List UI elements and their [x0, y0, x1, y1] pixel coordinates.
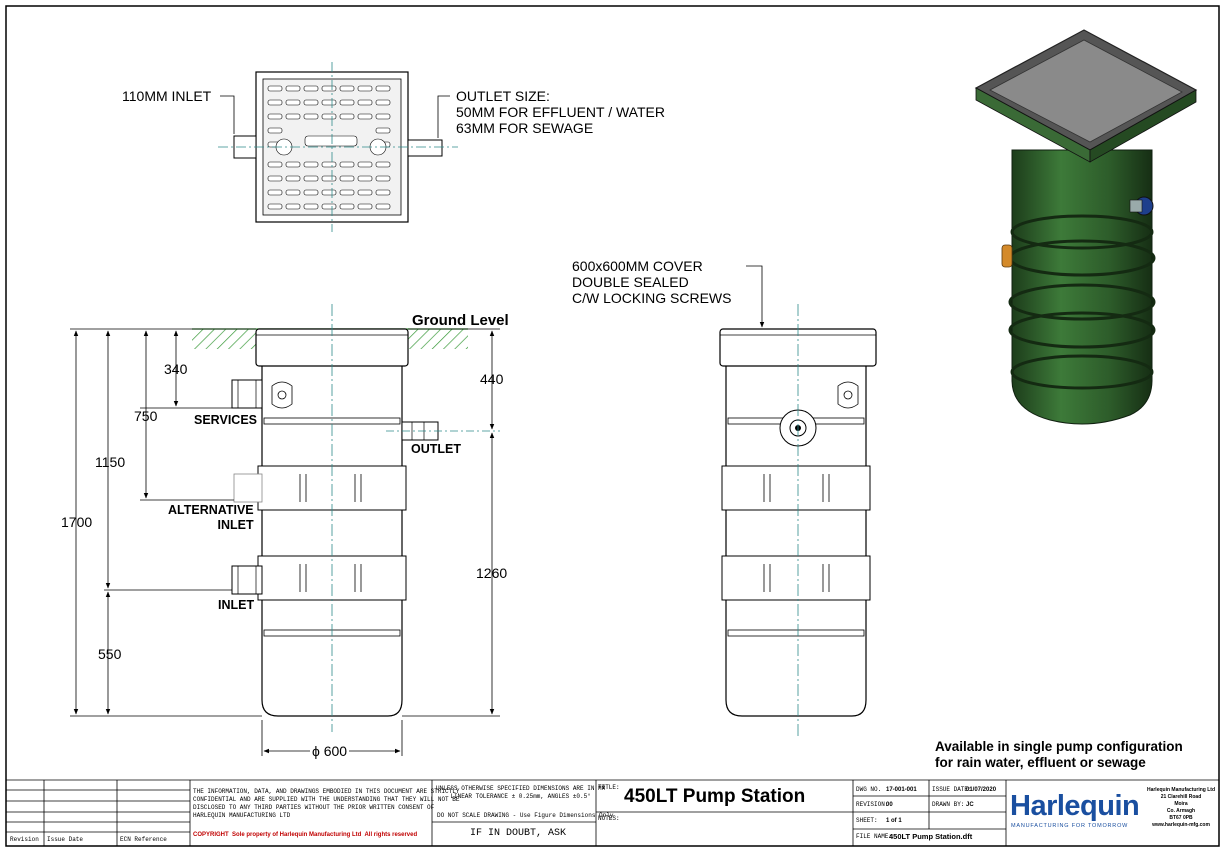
- inlet-leader: [220, 95, 235, 134]
- side-view: [70, 304, 500, 756]
- front-services-symbol-icon: [843, 390, 853, 400]
- drawing-title: 450LT Pump Station: [624, 786, 806, 807]
- outlet-leader: [437, 95, 450, 138]
- disclaimer-text: THE INFORMATION, DATA, AND DRAWINGS EMBO…: [193, 788, 460, 819]
- outlet-size-label: OUTLET SIZE: 50MM FOR EFFLUENT / WATER 6…: [456, 88, 665, 136]
- dwg-no: 17-001-001: [886, 787, 917, 793]
- render-outlet-pipe: [1129, 199, 1143, 213]
- logo-tagline: MANUFACTURING FOR TOMORROW: [1011, 823, 1129, 829]
- render-rib: [1008, 283, 1156, 321]
- no-scale-text: DO NOT SCALE DRAWING - Use Figure Dimens…: [437, 812, 614, 819]
- alternative-inlet-label: ALTERNATIVE INLET: [168, 503, 254, 532]
- dim-750: 750: [134, 408, 158, 424]
- dim-diameter: ϕ 600: [310, 743, 350, 759]
- dim-1260: 1260: [476, 565, 508, 581]
- notes-label: NOTES:: [598, 815, 620, 822]
- harlequin-logo: Harlequin: [1010, 790, 1140, 822]
- outlet-label: OUTLET: [411, 442, 461, 456]
- dim-1700: 1700: [61, 514, 93, 530]
- front-services-symbol-icon: [837, 381, 859, 409]
- ecn-header: ECN Reference: [120, 836, 167, 843]
- sheet-border: [5, 5, 1220, 847]
- revision-header: Revision: [10, 836, 39, 843]
- front-band-2: [721, 555, 871, 601]
- copyright-text: COPYRIGHT Sole property of Harlequin Man…: [193, 832, 418, 838]
- alternative-inlet-stub: [233, 473, 263, 503]
- availability-note: Available in single pump configuration f…: [935, 739, 1183, 770]
- inlet-pipe: [231, 565, 263, 595]
- revision-label: REVISION:: [856, 801, 889, 808]
- company-address: Harlequin Manufacturing Ltd 21 Clarehill…: [1146, 787, 1216, 828]
- render-cover-grid: [989, 39, 1183, 143]
- render-cover-side-right: [1089, 89, 1197, 163]
- issue-date-header: Issue Date: [47, 836, 84, 843]
- cover-grid-pattern: [267, 85, 391, 210]
- file-name: 450LT Pump Station.dft: [889, 832, 973, 841]
- services-symbol-icon: [277, 390, 287, 400]
- tolerance-text: UNLESS OTHERWISE SPECIFIED DIMENSIONS AR…: [436, 785, 606, 800]
- cover-note-label: 600x600MM COVER DOUBLE SEALED C/W LOCKIN…: [572, 258, 732, 306]
- dim-1150: 1150: [95, 454, 126, 470]
- render-rib: [1010, 354, 1154, 390]
- drawn-by: JC: [966, 802, 974, 808]
- cover-note-leader: [746, 265, 765, 328]
- front-rib-lower: [727, 629, 865, 637]
- inlet-110mm-label: 110MM INLET: [122, 88, 212, 104]
- services-pipe: [231, 379, 263, 409]
- front-tank-body: [725, 366, 867, 717]
- dwg-no-label: DWG NO.: [856, 786, 882, 793]
- file-name-label: FILE NAME:: [856, 833, 893, 840]
- title-label: TITLE:: [598, 784, 620, 791]
- render-rib: [1010, 214, 1154, 250]
- inlet-label: INLET: [218, 598, 255, 612]
- ground-level-label: Ground Level: [412, 312, 509, 329]
- services-label: SERVICES: [194, 413, 257, 427]
- dim-440: 440: [480, 371, 504, 387]
- front-view: [719, 265, 877, 738]
- title-block: [6, 779, 1219, 846]
- dimension-lines: [70, 328, 500, 756]
- services-symbol-icon: [271, 381, 293, 409]
- revision-value: 00: [886, 802, 893, 808]
- top-outlet-fitting: [407, 139, 443, 157]
- drawn-by-label: DRAWN BY:: [932, 801, 965, 808]
- isometric-render: [974, 29, 1198, 425]
- if-in-doubt-text: IF IN DOUBT, ASK: [470, 828, 567, 839]
- front-band-1: [721, 465, 871, 511]
- sheet-value: 1 of 1: [886, 818, 902, 824]
- issue-date: 01/07/2020: [966, 787, 997, 793]
- render-inlet-stub: [1001, 244, 1013, 268]
- dim-550: 550: [98, 646, 122, 662]
- issue-date-label: ISSUE DATE:: [932, 786, 972, 793]
- render-rib: [1008, 311, 1156, 349]
- top-view: [218, 62, 458, 232]
- sheet-label: SHEET:: [856, 817, 878, 824]
- dim-340: 340: [164, 361, 188, 377]
